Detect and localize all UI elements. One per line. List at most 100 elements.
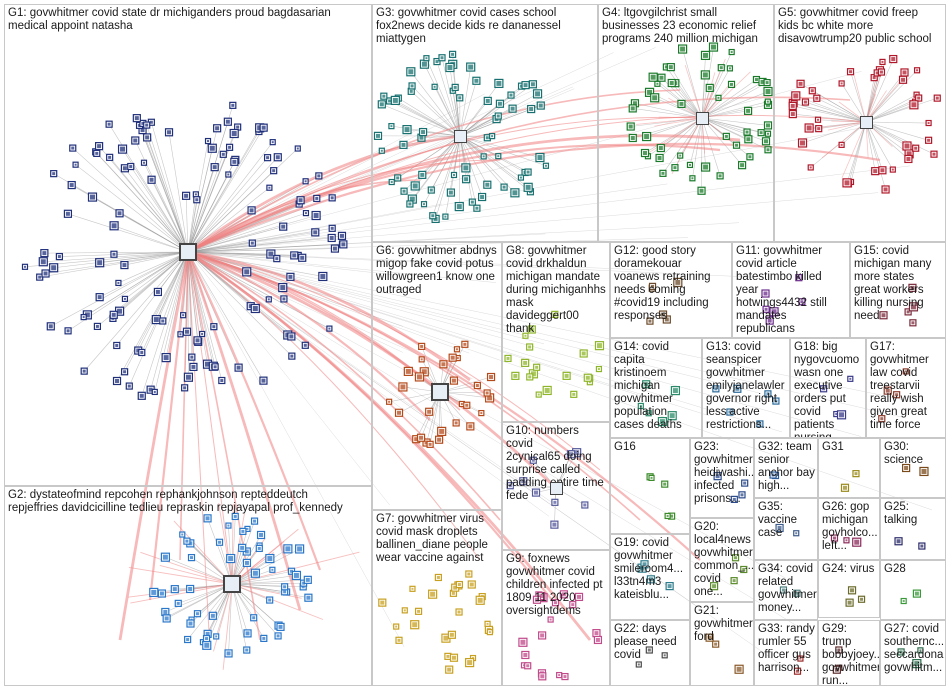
edge [187,251,907,419]
vertex-node-fill [475,384,479,388]
vertex-node-fill [714,387,718,391]
vertex-node-fill [844,180,850,186]
vertex-node-fill [480,412,483,415]
vertex-node-fill [679,154,682,157]
edge [395,100,461,137]
vertex-node-fill [261,378,266,383]
group-G4: G4: ltgovgilchrist small businesses 23 e… [598,4,774,242]
vertex-node-fill [120,146,126,152]
edge [850,71,867,123]
vertex-node-fill [552,522,557,527]
edge [187,142,881,254]
group-label-G15: G15: covid michigan many more states gre… [854,245,932,322]
vertex-node-fill [283,590,287,594]
edge [130,583,233,604]
vertex-node-fill [502,185,506,189]
vertex-node-fill [597,368,600,371]
edge [231,551,360,585]
vertex-node-fill [795,532,798,535]
vertex-node-fill [767,318,772,323]
vertex-node-fill [766,100,769,103]
vertex-node-fill [233,514,237,518]
edge [187,250,592,641]
vertex-node-fill [341,242,346,247]
vertex-node-fill [297,546,303,552]
vertex-node-fill [474,78,479,83]
vertex-node-fill [292,253,297,258]
edge [436,61,461,137]
edge [83,251,189,318]
vertex-node-fill [879,70,883,74]
edge [865,121,929,124]
vertex-node-fill [453,85,457,89]
vertex-node-fill [525,184,531,190]
edge [701,117,769,151]
vertex-node-fill [904,370,907,373]
vertex-node-fill [740,493,744,497]
vertex-node-fill [268,598,272,602]
edge [865,121,935,155]
vertex-node-fill [189,556,193,560]
vertex-node-fill [271,568,274,571]
edge [187,251,639,396]
vertex-node-fill [568,452,573,457]
group-G17: G17: govwhitmer law covid treestarvii re… [866,338,946,438]
edge [187,251,654,271]
vertex-node-fill [421,61,427,67]
vertex-node-fill [267,556,273,562]
vertex-node-fill [71,146,75,150]
vertex-node-fill [450,355,455,360]
vertex-node-fill [715,474,720,479]
group-label-G9: G9: foxnews govwhitmer covid children in… [506,553,603,617]
vertex-node-fill [226,651,231,656]
vertex-node-fill [464,177,469,182]
vertex-node-fill [194,193,197,196]
vertex-node-fill [139,393,144,398]
vertex-node-fill [648,319,652,323]
edge [821,121,867,159]
vertex-node-fill [280,285,286,291]
vertex-node-fill [330,226,334,230]
vertex-node-fill [420,172,425,177]
vertex-node-fill [845,539,848,542]
edge [865,121,886,190]
vertex-node-fill [444,215,447,218]
vertex-node-fill [759,131,763,135]
vertex-node-fill [661,312,666,317]
edge [187,250,471,382]
vertex-node-fill [52,172,56,176]
vertex-node-fill [149,177,154,182]
vertex-node-fill [421,369,427,375]
vertex-node-fill [185,374,191,380]
vertex-node-fill [648,577,653,582]
vertex-node-fill [396,176,400,180]
group-label-G14: G14: covid capita kristinoem michigan go… [614,341,682,431]
vertex-node-fill [891,57,896,62]
vertex-node-fill [330,196,334,200]
vertex-node-fill [453,585,458,590]
vertex-node-fill [69,183,74,188]
vertex-node-fill [766,392,770,396]
vertex-node-fill [306,595,311,600]
edge [124,168,189,253]
vertex-node-fill [675,279,681,285]
vertex-node-fill [746,108,751,113]
edge [865,121,908,147]
vertex-node-fill [528,375,532,379]
vertex-node-fill [817,127,821,131]
edge [231,583,324,620]
vertex-node-fill [906,151,912,157]
edge [218,503,233,585]
group-label-G16: G16 [614,441,636,453]
vertex-node-fill [185,539,189,543]
edge [187,127,264,253]
group-label-G20: G20: local4news govwhitmer common_... co… [694,521,754,598]
edge [409,135,461,205]
vertex-node-fill [195,612,199,616]
vertex-node-fill [497,155,500,158]
vertex-node-fill [717,96,720,99]
vertex-node-fill [163,355,169,361]
vertex-node-fill [650,74,656,80]
edge [187,228,333,253]
